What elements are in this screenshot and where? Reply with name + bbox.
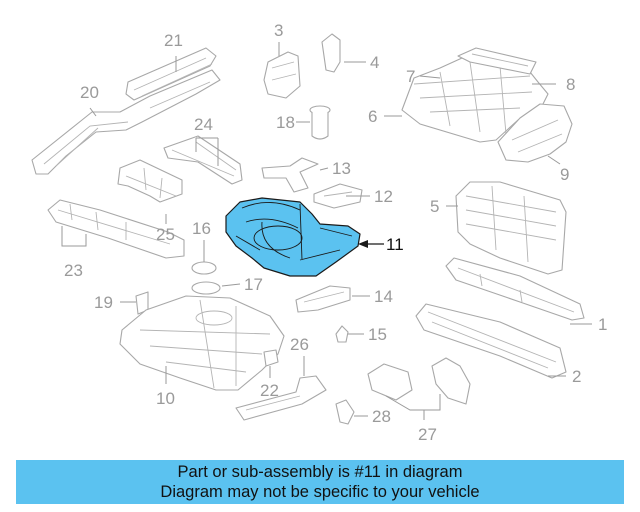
callout-21[interactable]: 21: [164, 31, 183, 50]
part-24-bracket[interactable]: [163, 135, 243, 185]
callout-12[interactable]: 12: [374, 187, 393, 206]
part-28-clip[interactable]: [335, 399, 355, 425]
part-27-bracket[interactable]: [367, 357, 471, 405]
part-17-ring[interactable]: [191, 281, 221, 295]
part-6-rear-panel[interactable]: [401, 57, 549, 143]
callout-10[interactable]: 10: [156, 389, 175, 408]
part-9-trim[interactable]: [497, 103, 573, 163]
part-5-back-panel[interactable]: [455, 181, 567, 275]
part-3-bracket[interactable]: [263, 51, 301, 99]
part-25-support[interactable]: [117, 159, 183, 203]
callout-28[interactable]: 28: [372, 407, 391, 426]
part-2-reinforcement[interactable]: [415, 303, 567, 379]
callout-24[interactable]: 24: [194, 115, 213, 134]
callout-23[interactable]: 23: [64, 261, 83, 280]
callout-9[interactable]: 9: [560, 165, 569, 184]
part-22-clip[interactable]: [263, 349, 279, 367]
callout-11[interactable]: 11: [386, 235, 404, 254]
part-16-ring[interactable]: [191, 261, 217, 275]
callout-22[interactable]: 22: [260, 381, 279, 400]
leader-arrow-11: [358, 240, 368, 248]
part-13-bracket[interactable]: [261, 157, 319, 193]
callout-2[interactable]: 2: [572, 367, 581, 386]
callout-16[interactable]: 16: [192, 219, 211, 238]
caption-banner: Part or sub-assembly is #11 in diagram D…: [16, 460, 624, 504]
part-1-rear-member[interactable]: [445, 257, 585, 321]
caption-line-2: Diagram may not be specific to your vehi…: [160, 483, 480, 501]
part-18-bump-stop[interactable]: [309, 105, 331, 140]
part-21-rail[interactable]: [125, 47, 217, 101]
part-26-bracket[interactable]: [235, 375, 327, 421]
callout-5[interactable]: 5: [430, 197, 439, 216]
part-23-lower-rail[interactable]: [47, 199, 185, 259]
callout-27[interactable]: 27: [418, 425, 437, 444]
callout-13[interactable]: 13: [332, 159, 351, 178]
part-7-panel-upper[interactable]: [457, 47, 537, 75]
part-14-bracket[interactable]: [295, 285, 351, 313]
callout-4[interactable]: 4: [370, 53, 379, 72]
callout-18[interactable]: 18: [276, 113, 295, 132]
caption-line-1: Part or sub-assembly is #11 in diagram: [177, 463, 463, 481]
part-12-plate[interactable]: [313, 183, 363, 209]
callout-3[interactable]: 3: [274, 21, 283, 40]
callout-25[interactable]: 25: [156, 225, 175, 244]
callout-14[interactable]: 14: [374, 287, 393, 306]
callout-15[interactable]: 15: [368, 325, 387, 344]
part-11-spare-wheel-well[interactable]: [225, 197, 361, 277]
parts-diagram: 21 20 3 4 18 6 7 8 9 24 13 12 5 11 16 17…: [31, 21, 607, 444]
callout-17[interactable]: 17: [244, 275, 263, 294]
callout-1[interactable]: 1: [598, 315, 607, 334]
callout-8[interactable]: 8: [566, 75, 575, 94]
part-15-clip[interactable]: [335, 325, 349, 343]
callout-20[interactable]: 20: [80, 83, 99, 102]
callout-6[interactable]: 6: [368, 107, 377, 126]
callout-19[interactable]: 19: [94, 293, 113, 312]
callout-7[interactable]: 7: [406, 67, 415, 86]
callout-26[interactable]: 26: [290, 335, 309, 354]
callout-labels: 21 20 3 4 18 6 7 8 9 24 13 12 5 11 16 17…: [64, 21, 607, 444]
part-20-side-rail[interactable]: [31, 69, 221, 175]
part-4-bracket[interactable]: [321, 33, 341, 73]
